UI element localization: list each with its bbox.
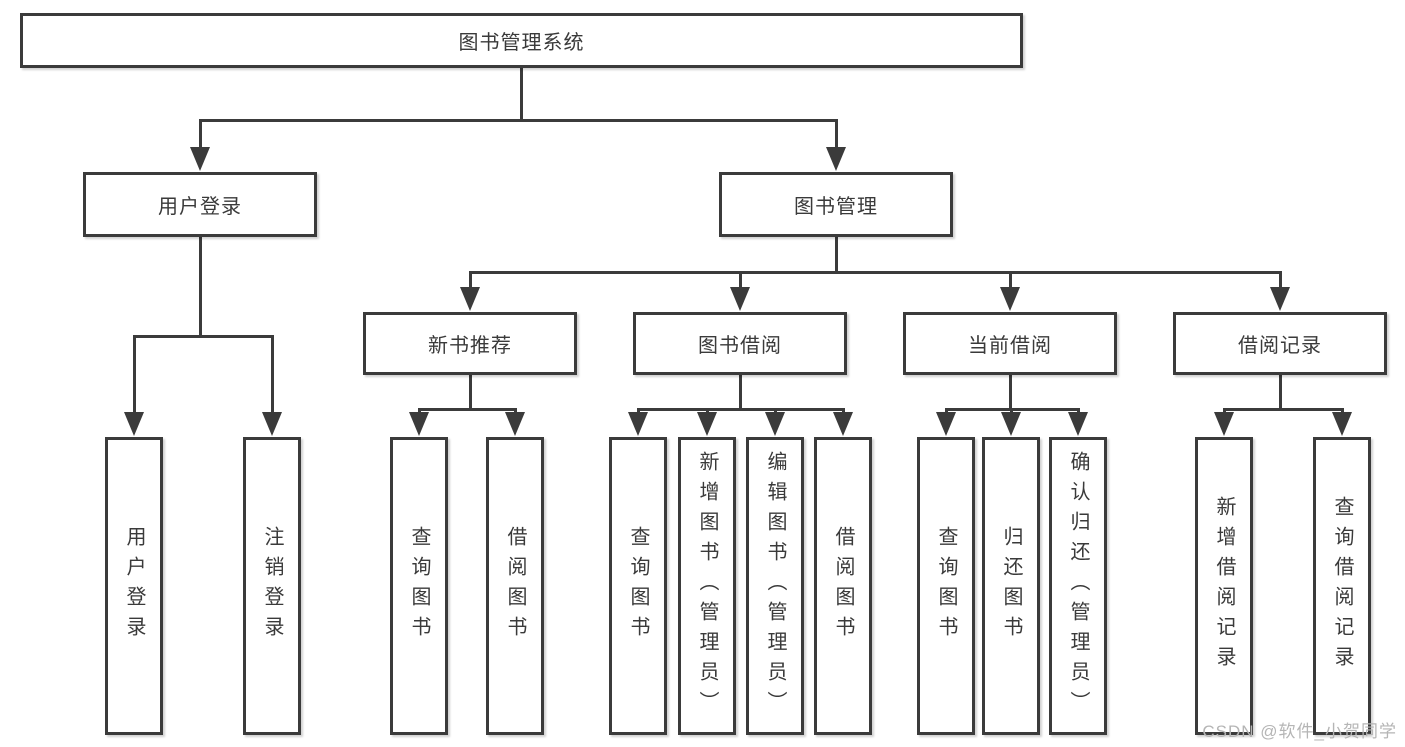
- arrowhead-down-icon: [1214, 412, 1234, 436]
- connector-line: [636, 407, 845, 411]
- node-label: 当前借阅: [968, 335, 1052, 357]
- connector-line: [468, 270, 1282, 274]
- connector-line: [468, 375, 472, 411]
- connector-line: [738, 375, 742, 411]
- node-label: 新增图书（管理员）: [696, 451, 718, 721]
- node-label: 借阅图书: [832, 526, 854, 646]
- node-library-system: 图书管理系统: [20, 13, 1023, 68]
- arrow-shaft: [468, 272, 472, 295]
- connector-line: [1008, 375, 1012, 411]
- connector-line: [834, 237, 838, 274]
- node-current-borrowing: 当前借阅: [903, 312, 1117, 375]
- node-label: 注销登录: [261, 526, 283, 646]
- leaf-current-query-books: 查询图书: [917, 437, 975, 735]
- arrowhead-down-icon: [460, 287, 480, 311]
- leaf-logout-login: 注销登录: [243, 437, 301, 735]
- arrowhead-down-icon: [1001, 412, 1021, 436]
- node-label: 查询图书: [935, 526, 957, 646]
- arrowhead-down-icon: [730, 287, 750, 311]
- arrow-shaft: [198, 120, 202, 155]
- node-label: 归还图书: [1000, 526, 1022, 646]
- leaf-borrow-borrow-books: 借阅图书: [814, 437, 872, 735]
- arrowhead-down-icon: [262, 412, 282, 436]
- node-label: 新书推荐: [428, 335, 512, 357]
- connector-line: [198, 118, 838, 122]
- node-user-login: 用户登录: [83, 172, 317, 237]
- arrowhead-down-icon: [1332, 412, 1352, 436]
- node-label: 图书管理: [794, 196, 878, 218]
- leaf-borrow-query-books: 查询图书: [609, 437, 667, 735]
- node-label: 图书借阅: [698, 335, 782, 357]
- arrow-shaft: [738, 272, 742, 295]
- connector-line: [1222, 407, 1344, 411]
- leaf-newbook-borrow-books: 借阅图书: [486, 437, 544, 735]
- node-label: 查询图书: [627, 526, 649, 646]
- arrowhead-down-icon: [697, 412, 717, 436]
- node-label: 用户登录: [158, 196, 242, 218]
- arrowhead-down-icon: [936, 412, 956, 436]
- node-label: 新增借阅记录: [1213, 496, 1235, 676]
- arrowhead-down-icon: [124, 412, 144, 436]
- arrow-shaft: [132, 336, 136, 420]
- connector-line: [417, 407, 517, 411]
- node-borrow-records: 借阅记录: [1173, 312, 1387, 375]
- arrowhead-down-icon: [628, 412, 648, 436]
- arrowhead-down-icon: [765, 412, 785, 436]
- leaf-current-return-books: 归还图书: [982, 437, 1040, 735]
- connector-line: [519, 68, 523, 121]
- node-label: 查询图书: [408, 526, 430, 646]
- node-label: 借阅图书: [504, 526, 526, 646]
- node-book-management: 图书管理: [719, 172, 953, 237]
- arrowhead-down-icon: [409, 412, 429, 436]
- arrow-shaft: [834, 120, 838, 155]
- node-book-borrowing: 图书借阅: [633, 312, 847, 375]
- node-label: 用户登录: [123, 526, 145, 646]
- arrow-shaft: [1278, 272, 1282, 295]
- node-label: 确认归还（管理员）: [1067, 451, 1089, 721]
- node-label: 借阅记录: [1238, 335, 1322, 357]
- arrowhead-down-icon: [505, 412, 525, 436]
- leaf-user-login: 用户登录: [105, 437, 163, 735]
- arrowhead-down-icon: [1000, 287, 1020, 311]
- node-label: 图书管理系统: [458, 32, 585, 54]
- leaf-borrow-add-book-admin: 新增图书（管理员）: [678, 437, 736, 735]
- node-label: 编辑图书（管理员）: [764, 451, 786, 721]
- arrowhead-down-icon: [190, 147, 210, 171]
- arrowhead-down-icon: [1068, 412, 1088, 436]
- arrowhead-down-icon: [826, 147, 846, 171]
- arrowhead-down-icon: [1270, 287, 1290, 311]
- connector-line: [1278, 375, 1282, 411]
- leaf-records-add-borrow-record: 新增借阅记录: [1195, 437, 1253, 735]
- connector-line: [198, 237, 202, 338]
- leaf-current-confirm-return-admin: 确认归还（管理员）: [1049, 437, 1107, 735]
- node-new-book-recommend: 新书推荐: [363, 312, 577, 375]
- arrow-shaft: [270, 336, 274, 420]
- arrow-shaft: [1008, 272, 1012, 295]
- leaf-borrow-edit-book-admin: 编辑图书（管理员）: [746, 437, 804, 735]
- node-label: 查询借阅记录: [1331, 496, 1353, 676]
- arrowhead-down-icon: [833, 412, 853, 436]
- connector-line: [132, 334, 274, 338]
- leaf-newbook-query-books: 查询图书: [390, 437, 448, 735]
- csdn-watermark: CSDN @软件_小贺同学: [1202, 722, 1397, 741]
- leaf-records-query-borrow-record: 查询借阅记录: [1313, 437, 1371, 735]
